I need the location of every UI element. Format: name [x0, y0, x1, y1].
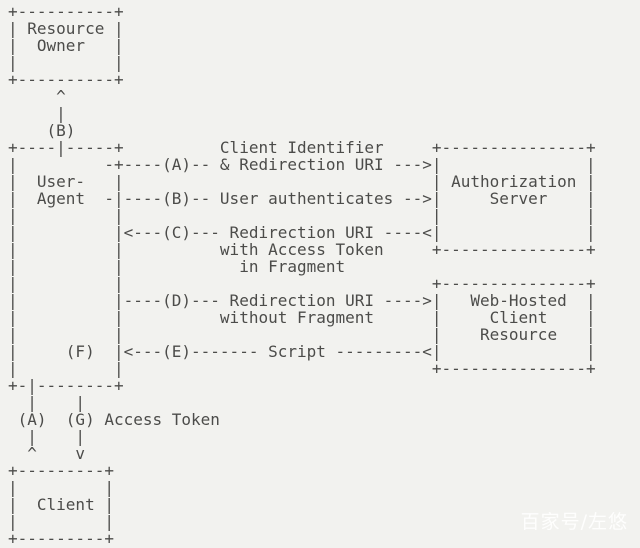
figure-page: { "diagram": { "lines": [ "+----------+"… [8, 2, 627, 548]
oauth-implicit-grant-flow-ascii-diagram: +----------+ | Resource | | Owner | | | … [8, 2, 596, 548]
